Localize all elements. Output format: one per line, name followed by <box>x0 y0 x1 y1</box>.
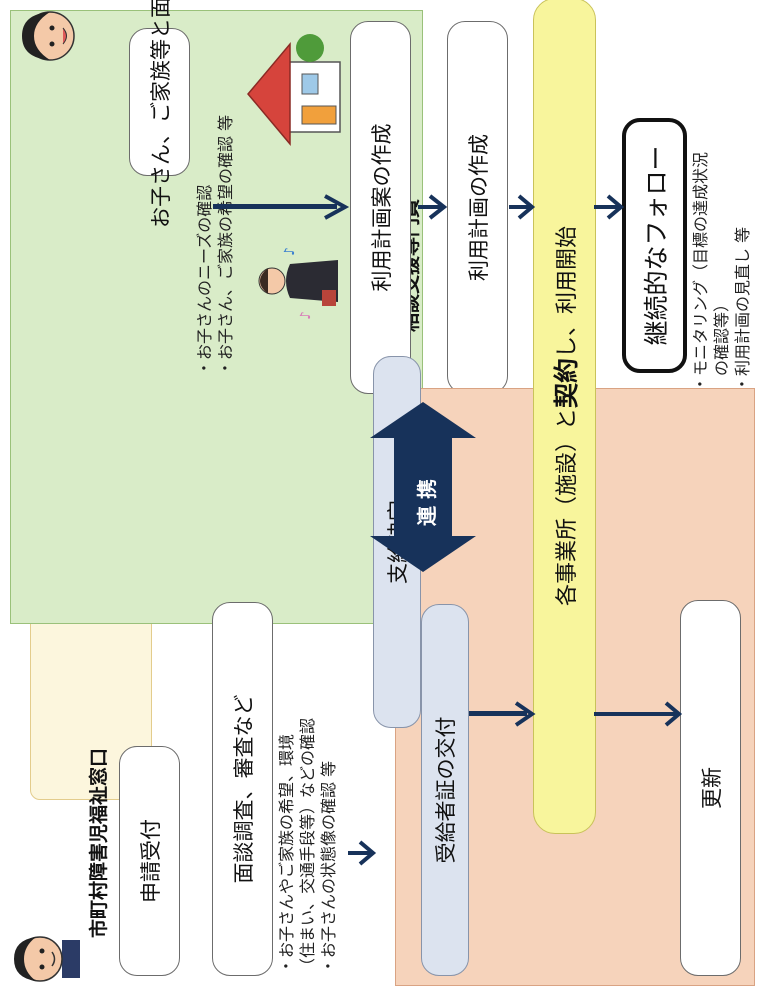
flow-arrow-plan-to-contract <box>509 194 536 220</box>
contract-text-before: 各事業所（施設）と <box>554 408 580 607</box>
contract-text-after: し、利用開始 <box>554 225 580 358</box>
interview-note: ・お子さんのニーズの確認 <box>195 184 214 376</box>
follow-notes: ・モニタリング（目標の達成状況 の確認等） ・利用計画の見直し 等 <box>690 152 753 392</box>
renewal-box: 更新 <box>680 600 741 976</box>
flow-arrow-survey-to-decision <box>348 840 377 866</box>
municipal-role-label: 市町村障害児福祉窓口 <box>88 747 110 938</box>
follow-note: ・モニタリング（目標の達成状況 <box>691 151 710 392</box>
survey-note: ・お子さんの状態像の確認 等 <box>319 760 338 974</box>
cooperation-label: 連 携 <box>415 479 439 526</box>
contract-bar: 各事業所（施設）と契約し、利用開始 <box>533 0 596 834</box>
certificate-box: 受給者証の交付 <box>421 604 469 976</box>
svg-text:♪: ♪ <box>282 247 298 256</box>
flow-arrow-contract-to-follow <box>594 194 625 220</box>
contract-text-bold: 契約 <box>551 358 581 409</box>
interview-notes: ・お子さんのニーズの確認 ・お子さん、ご家族の希望の確認 等 <box>194 115 236 376</box>
interview-box: お子さん、ご家族等と面接 <box>129 0 190 228</box>
cooperation-double-arrow <box>370 402 476 572</box>
survey-note: （住まい、交通手段等）などの確認 <box>298 717 317 974</box>
svg-text:♪: ♪ <box>298 311 314 320</box>
flow-arrow-draft-to-plan <box>418 194 448 220</box>
follow-up-box: 継続的なフォロー <box>622 118 687 373</box>
plan-box: 利用計画の作成 <box>447 21 508 394</box>
municipal-avatar-icon <box>14 936 80 982</box>
consultant-person-icon: ♪ ♪ <box>258 247 338 320</box>
follow-note: の確認等） <box>712 295 731 392</box>
flow-arrow-contract-to-renewal <box>594 701 683 727</box>
interview-note: ・お子さん、ご家族の希望の確認 等 <box>216 114 235 376</box>
survey-box: 面談調査、審査など <box>212 602 273 976</box>
application-box: 申請受付 <box>119 746 180 976</box>
survey-notes: ・お子さんやご家族の希望、環境 （住まい、交通手段等）などの確認 ・お子さんの状… <box>276 718 339 974</box>
consultant-avatar-icon <box>22 11 75 61</box>
draft-plan-box: 利用計画案の作成 <box>350 21 411 394</box>
survey-note: ・お子さんやご家族の希望、環境 <box>277 733 296 974</box>
house-icon <box>247 34 341 147</box>
follow-note: ・利用計画の見直し 等 <box>733 226 752 392</box>
